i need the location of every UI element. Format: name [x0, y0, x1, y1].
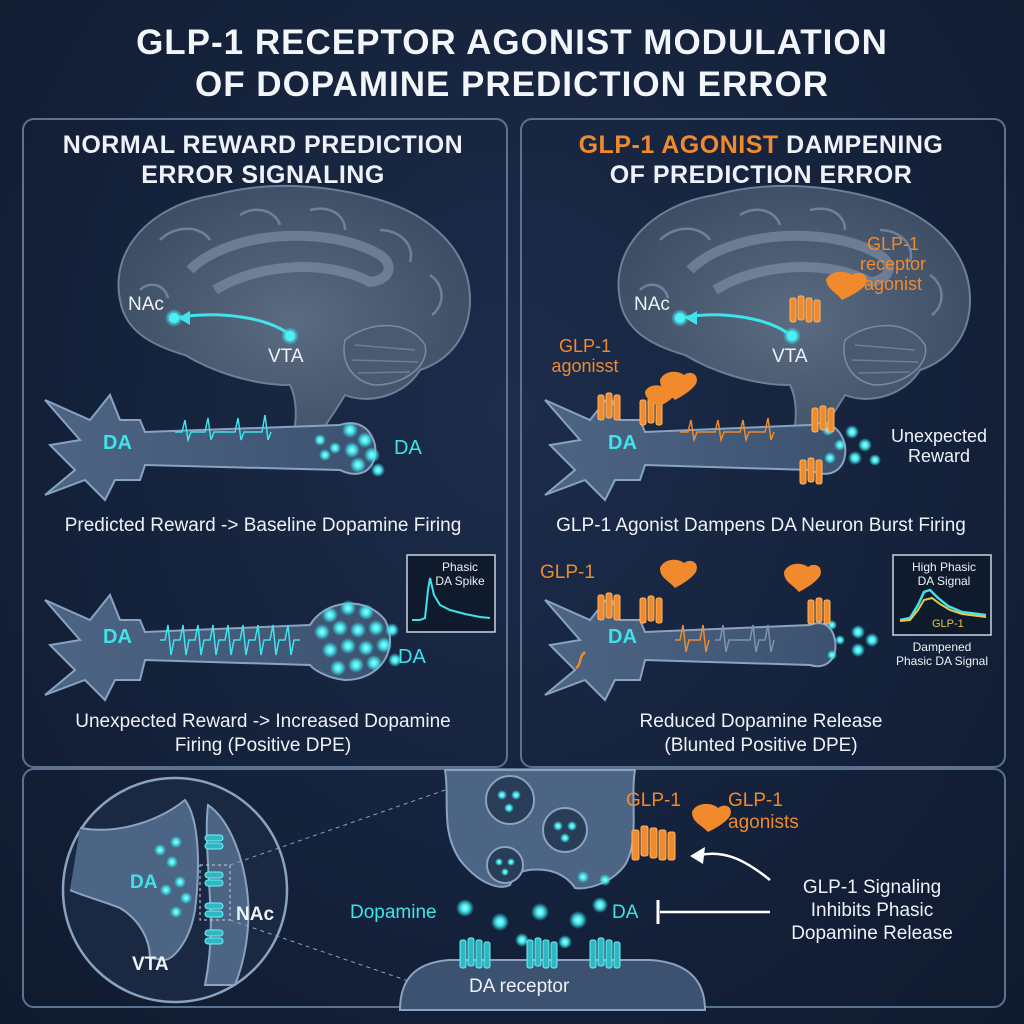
right-inset-below-label: Dampened Phasic DA Signal — [880, 640, 1004, 668]
right-caption-1: GLP-1 Agonist Dampens DA Neuron Burst Fi… — [556, 515, 966, 536]
synaptic-dopamine — [456, 897, 608, 949]
right-receptor-agonist-label: GLP-1 receptor agonist — [848, 234, 938, 294]
right-receptor-agonist-line3: agonist — [863, 274, 923, 294]
right-inset-glp1-label: GLP-1 — [932, 618, 964, 630]
bottom-inhibit-label: GLP-1 Signaling Inhibits Phasic Dopamine… — [772, 876, 972, 945]
bottom-glp1-receptor — [631, 803, 731, 861]
right-neuron-1 — [544, 371, 881, 502]
right-receptor-agonist-line1: GLP-1 — [866, 234, 920, 254]
bottom-da-receptor-label: DA receptor — [469, 976, 570, 997]
left-neuron-1-dopamine-vesicles — [314, 422, 385, 477]
right-inset-below-line2: Phasic DA Signal — [895, 654, 989, 668]
right-receptor-agonist-line2: receptor — [859, 254, 927, 274]
bottom-agonists-line1: GLP-1 — [728, 790, 783, 811]
right-unexpected-line2: Reward — [907, 446, 971, 466]
right-brain-vta-label: VTA — [772, 346, 808, 367]
bottom-dopamine-label: Dopamine — [350, 902, 437, 923]
left-neuron2-da-label: DA — [103, 626, 132, 648]
circle-nac-label: NAc — [236, 904, 275, 925]
right-inset-line1: High Phasic — [911, 560, 977, 574]
left-neuron-1 — [44, 393, 385, 502]
right-neuron1-da-label: DA — [608, 432, 637, 454]
right-caption-2-line1: Reduced Dopamine Release — [639, 711, 883, 732]
zoom-line-bottom — [229, 919, 421, 986]
left-inset-label: Phasic DA Spike — [428, 560, 492, 588]
right-unexpected-line1: Unexpected — [890, 426, 988, 446]
right-neuron-2-dopamine-vesicles — [827, 620, 879, 660]
left-inset-line1: Phasic — [441, 560, 479, 574]
left-neuron1-da-label: DA — [103, 432, 132, 454]
right-inset-below-line1: Dampened — [912, 640, 972, 654]
left-brain — [117, 184, 472, 456]
zoom-line-top — [229, 789, 446, 866]
right-neuron-2 — [544, 559, 879, 702]
right-agonist-label: GLP-1 agonisst — [540, 336, 630, 376]
right-agonist-line2: agonisst — [551, 356, 619, 376]
left-neuron-2-dopamine-vesicles — [314, 600, 402, 676]
left-caption-2: Unexpected Reward -> Increased Dopamine … — [22, 710, 504, 758]
main-title-line1: GLP-1 RECEPTOR AGONIST MODULATION — [136, 23, 888, 62]
right-caption-2-line2: (Blunted Positive DPE) — [664, 735, 858, 756]
bottom-inhibit-line2: Inhibits Phasic — [810, 900, 934, 921]
main-title-line2: OF DOPAMINE PREDICTION ERROR — [194, 65, 830, 104]
right-caption-2: Reduced Dopamine Release (Blunted Positi… — [520, 710, 1002, 758]
right-inset-line2: DA Signal — [917, 574, 971, 588]
left-inset-line2: DA Spike — [435, 574, 485, 588]
left-neuron2-release-da-label: DA — [398, 646, 426, 668]
right-panel-title-line2: OF PREDICTION ERROR — [609, 161, 913, 189]
left-brain-vta-label: VTA — [268, 346, 304, 367]
left-panel-title-line1: NORMAL REWARD PREDICTION — [62, 131, 464, 159]
right-panel — [520, 118, 1006, 768]
left-brain-nac-label: NAc — [128, 294, 164, 315]
right-inset-label: High Phasic DA Signal — [898, 560, 990, 588]
left-caption-2-line1: Unexpected Reward -> Increased Dopamine — [75, 711, 451, 732]
inhibition-arrow — [656, 847, 771, 924]
circle-da-label: DA — [130, 872, 158, 893]
bottom-zoom-circle — [61, 776, 289, 1004]
right-agonist-line1: GLP-1 — [558, 336, 612, 356]
left-panel-title: NORMAL REWARD PREDICTION ERROR SIGNALING — [22, 130, 504, 190]
right-brain — [617, 184, 972, 456]
left-neuron1-release-da-label: DA — [394, 437, 422, 459]
bottom-agonists-line2: agonists — [728, 812, 799, 833]
bottom-inhibit-line3: Dopamine Release — [791, 923, 953, 944]
right-panel-title-orange: GLP-1 AGONIST — [578, 131, 779, 159]
bottom-agonists-label: GLP-1 agonists — [728, 790, 799, 834]
right-unexpected-reward-label: Unexpected Reward — [884, 426, 994, 466]
left-panel — [22, 118, 508, 768]
left-caption-2-line2: Firing (Positive DPE) — [174, 735, 352, 756]
right-glp1-label: GLP-1 — [540, 562, 595, 583]
circle-vta-label: VTA — [132, 954, 169, 975]
right-panel-title: GLP-1 AGONIST DAMPENING OF PREDICTION ER… — [520, 130, 1002, 190]
left-inset-chart — [406, 554, 496, 633]
bottom-da-label: DA — [612, 902, 639, 923]
left-neuron-2 — [44, 593, 402, 702]
bottom-glp1-label: GLP-1 — [626, 790, 681, 811]
postsynaptic-membrane — [398, 937, 707, 1011]
right-inset-chart — [892, 554, 992, 636]
main-title: GLP-1 RECEPTOR AGONIST MODULATION OF DOP… — [0, 22, 1024, 106]
left-panel-title-line2: ERROR SIGNALING — [141, 161, 385, 189]
right-neuron-1-dopamine-vesicles — [822, 424, 881, 466]
right-panel-title-rest: DAMPENING — [778, 131, 944, 159]
right-neuron2-da-label: DA — [608, 626, 637, 648]
right-brain-nac-label: NAc — [634, 294, 670, 315]
synapse-terminal — [443, 769, 637, 890]
bottom-inhibit-line1: GLP-1 Signaling — [802, 877, 942, 898]
left-caption-1: Predicted Reward -> Baseline Dopamine Fi… — [64, 515, 462, 536]
